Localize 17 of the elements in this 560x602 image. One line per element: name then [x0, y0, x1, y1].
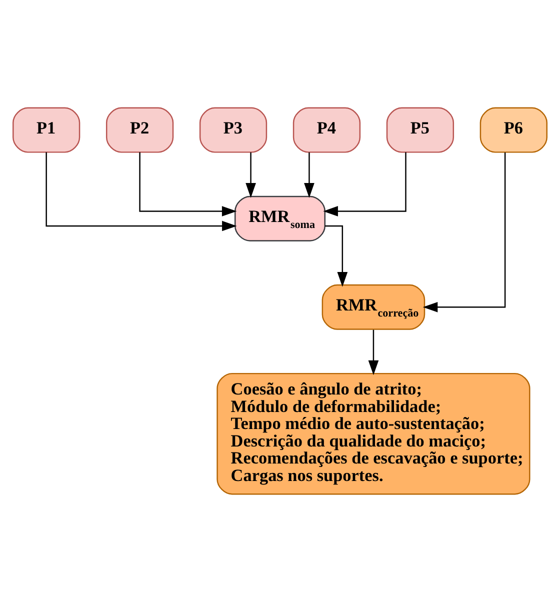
- node-box: P1: [12, 107, 80, 153]
- arrow: [46, 152, 237, 232]
- arrow: [139, 152, 237, 216]
- arrow: [422, 152, 506, 312]
- node-box: P6: [480, 107, 548, 153]
- arrow: [368, 330, 379, 376]
- arrow: [325, 225, 348, 287]
- arrow: [323, 152, 406, 216]
- arrow: [246, 152, 256, 198]
- node-box: P5: [386, 107, 454, 153]
- node-box: Coesão e ângulo de atrito; Módulo de deformabilidade; Tempo médio de auto-sustentação; Descrição da qualidade do maciço; Recomendações de escavação e suporte; Cargas nos suportes.: [216, 372, 530, 495]
- node-box: P4: [292, 107, 361, 153]
- node-box: P2: [106, 107, 174, 153]
- arrow: [304, 152, 314, 198]
- node-box: RMR$_{soma}$: [234, 196, 326, 242]
- node-box: RMR$_{correção}$: [322, 284, 426, 330]
- node-box: P3: [199, 107, 268, 153]
